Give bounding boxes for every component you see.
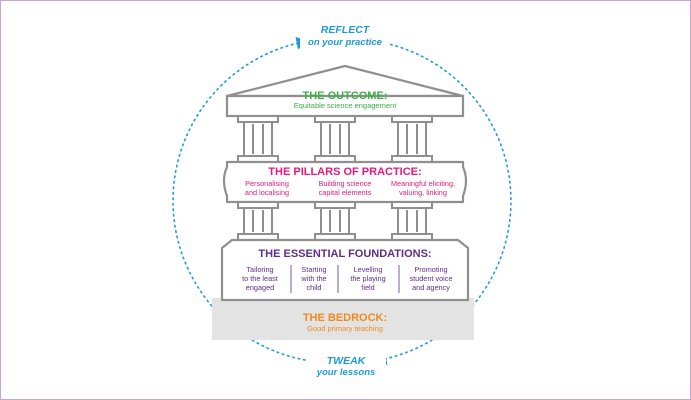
- pillar-2-line2: capital elements: [319, 188, 372, 197]
- tweak-title: TWEAK: [327, 355, 367, 367]
- lower-columns: [237, 201, 433, 241]
- outcome-subtitle: Equitable science engagement: [294, 101, 397, 110]
- lower-column-left: [237, 201, 279, 241]
- bedrock-block: THE BEDROCK: Good primary teaching: [212, 298, 474, 340]
- roof-pediment: THE OUTCOME: Equitable science engagemen…: [225, 64, 465, 118]
- upper-column-right: [391, 115, 433, 163]
- foundation-4-line3: and agency: [412, 283, 450, 292]
- upper-column-left: [237, 115, 279, 163]
- pillar-2-line1: Building science: [319, 179, 372, 188]
- reflect-label: REFLECT on your practice: [300, 18, 390, 54]
- tweak-label: TWEAK your lessons: [306, 350, 386, 384]
- foundation-1-line3: engaged: [246, 283, 274, 292]
- foundations-base: THE ESSENTIAL FOUNDATIONS: Tailoring to …: [220, 238, 470, 302]
- pillar-1-line1: Personalising: [245, 179, 289, 188]
- pillar-3-line2: valuing, linking: [399, 188, 447, 197]
- foundation-2-line1: Starting: [301, 265, 326, 274]
- foundation-3-line2: the playing: [350, 274, 385, 283]
- foundation-4-line1: Promoting: [414, 265, 447, 274]
- pillars-band: THE PILLARS OF PRACTICE: Personalising a…: [222, 160, 468, 204]
- foundation-1-line1: Tailoring: [246, 265, 273, 274]
- bedrock-subtitle: Good primary teaching: [307, 324, 383, 333]
- reflect-subtitle: on your practice: [308, 37, 383, 48]
- foundation-3-line1: Levelling: [354, 265, 383, 274]
- pillar-1-line2: and localising: [245, 188, 289, 197]
- pillars-title: THE PILLARS OF PRACTICE:: [268, 166, 421, 178]
- tweak-subtitle: your lessons: [316, 367, 376, 378]
- upper-column-middle: [314, 115, 356, 163]
- foundation-4-line2: student voice: [410, 274, 453, 283]
- reflect-title: REFLECT: [321, 24, 371, 36]
- bedrock-title: THE BEDROCK:: [303, 312, 387, 324]
- outcome-title: THE OUTCOME:: [303, 90, 388, 102]
- lower-column-middle: [314, 201, 356, 241]
- upper-columns: [237, 115, 433, 163]
- foundations-title: THE ESSENTIAL FOUNDATIONS:: [258, 248, 431, 260]
- foundation-2-line3: child: [306, 283, 321, 292]
- foundation-1-line2: to the least: [242, 274, 278, 283]
- pillar-3-line1: Meaningful eliciting,: [391, 179, 455, 188]
- foundation-2-line2: with the: [300, 274, 326, 283]
- foundation-3-line3: field: [361, 283, 374, 292]
- lower-column-right: [391, 201, 433, 241]
